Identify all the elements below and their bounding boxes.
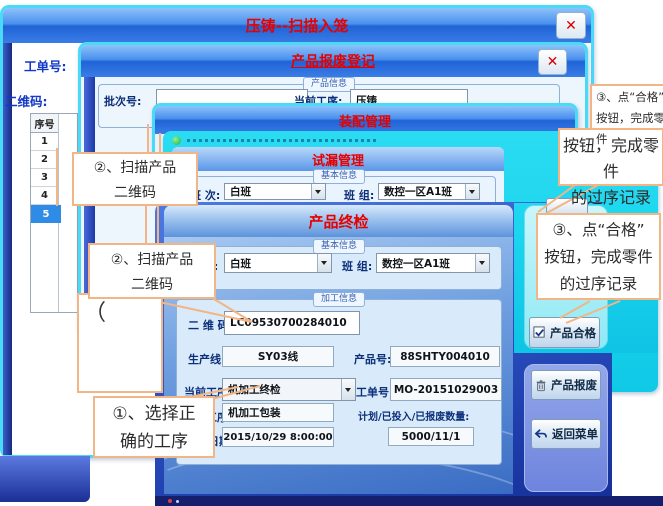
callout-line: 按钮，完成零件 [596,111,663,146]
callout-paren-fragment: （ [84,301,107,326]
chevron-down-icon [465,184,479,199]
window-leak-test-title: 试漏管理 [311,153,364,169]
production-line-label: 生产线: [188,353,226,366]
callout-line: ②、扫描产品 [110,252,194,268]
window-assembly-title: 装配管理 [338,114,391,130]
product-pass-label: 产品合格 [550,325,596,340]
final-shift-select[interactable]: 白班 [224,253,332,273]
final-team-value: 数控一区A1班 [382,257,450,270]
work-order-label: 工单号: [24,59,67,74]
leak-shift-value: 白班 [230,186,251,198]
leak-test-app-icon [172,136,181,145]
callout-partial-box: （ [77,293,163,393]
final-team-label: 班 组: [342,260,373,273]
chevron-down-icon [475,254,489,272]
qr-code-label: 二维码: [5,94,48,109]
leak-test-titlebar-text [187,139,377,142]
leak-shift-select[interactable]: 白班 [224,183,326,200]
return-menu-label: 返回菜单 [552,427,598,441]
status-dot-white [176,500,179,503]
chevron-down-icon [311,184,325,199]
final-basic-info-group-label: 基本信息 [312,239,366,254]
window-scrap-titlebar[interactable]: 产品报废登记 [81,45,585,77]
callout-scan-qr-2: ②、扫描产品 二维码 [88,243,216,299]
leak-team-label: 班 组: [344,189,375,202]
callout-line: 二维码 [131,277,173,293]
leak-basic-info-group-label: 基本信息 [312,169,366,184]
current-process-value: 机加工终检 [228,384,281,396]
product-number-label: 产品号: [354,353,392,366]
callout-pass-main: ③、点“合格” 按钮，完成零件 的过序记录 [536,213,661,300]
work-order-number-label: 工单号: [356,386,394,399]
bottom-status-strip [155,496,663,506]
current-process-select[interactable]: 机加工终检 [222,378,356,401]
product-scrap-button[interactable]: 产品报废 [531,370,601,400]
callout-line: 按钮，完成零件 [544,248,653,266]
table-row[interactable]: 3 [31,169,58,187]
callout-select-process: ①、选择正 确的工序 [93,396,215,458]
callout-scan-qr-1: ②、扫描产品 二维码 [72,152,198,206]
chevron-down-icon [341,379,355,400]
product-scrap-label: 产品报废 [551,378,597,392]
die-casting-bottom-frame [0,456,90,502]
callout-line: ③、点“合格” [596,90,663,104]
chevron-down-icon [317,254,331,272]
close-button-scrap[interactable]: ✕ [538,49,567,75]
production-line-field: SY03线 [222,346,334,367]
close-button-die-casting[interactable]: ✕ [556,12,586,39]
window-final-inspection-header[interactable]: 产品终检 [164,205,513,237]
work-order-number-field: MO-20151029003 [390,378,502,401]
plan-qty-label: 计划/已投入/已报废数量: [358,412,470,423]
leak-team-value: 数控一区A1班 [384,186,452,198]
table-row[interactable]: 2 [31,151,58,169]
die-casting-left-frame [3,43,12,455]
status-dot-red [168,499,172,503]
next-process-field: 机加工包装 [222,403,334,422]
callout-line: ①、选择正 [112,404,196,424]
window-die-casting-title: 压铸--扫描入笼 [245,17,349,35]
return-menu-button[interactable]: 返回菜单 [531,419,601,449]
final-team-select[interactable]: 数控一区A1班 [376,253,490,273]
trash-icon [535,379,547,392]
checkbox-check-icon [533,326,546,339]
batch-number-label: 批次号: [104,95,142,108]
table-row[interactable]: 1 [31,133,58,151]
back-arrow-icon [534,428,548,440]
callout-line: ②、扫描产品 [93,160,177,176]
window-leak-test-header[interactable]: 试漏管理 [172,147,504,171]
final-process-info-group-label: 加工信息 [312,292,366,307]
product-pass-button[interactable]: 产品合格 [529,317,600,348]
product-number-field: 88SHTY004010 [390,346,500,367]
callout-line: ③、点“合格” [552,221,645,239]
scan-list-table: 序号 1 2 3 4 5 [30,113,78,313]
window-die-casting-titlebar[interactable]: 压铸--扫描入笼 [3,8,591,43]
table-row-selected[interactable]: 5 [31,205,61,223]
plan-qty-field: 5000/11/1 [388,427,474,446]
leak-team-select[interactable]: 数控一区A1班 [378,183,480,200]
window-assembly-titlebar[interactable]: 装配管理 [155,106,575,134]
table-row[interactable]: 4 [31,187,58,205]
final-qr-input[interactable]: LC09530700284010 [224,311,360,335]
callout-line: 二维码 [114,185,156,201]
table-header-seq: 序号 [31,114,58,133]
final-shift-value: 白班 [230,257,251,270]
window-final-inspection-title: 产品终检 [308,212,369,231]
callout-pass-partial-small: ③、点“合格” 按钮，完成零件 [590,84,663,146]
callout-line: 的过序记录 [559,275,638,293]
callout-line: 确的工序 [120,432,188,452]
window-scrap-title: 产品报废登记 [291,54,375,70]
callout-line: 按钮，完成零件 [562,136,659,181]
callout-line: 的过序记录 [570,188,651,207]
plan-date-field: 2015/10/29 8:00:00 [222,427,334,447]
product-info-group-label: 产品信息 [302,77,356,92]
